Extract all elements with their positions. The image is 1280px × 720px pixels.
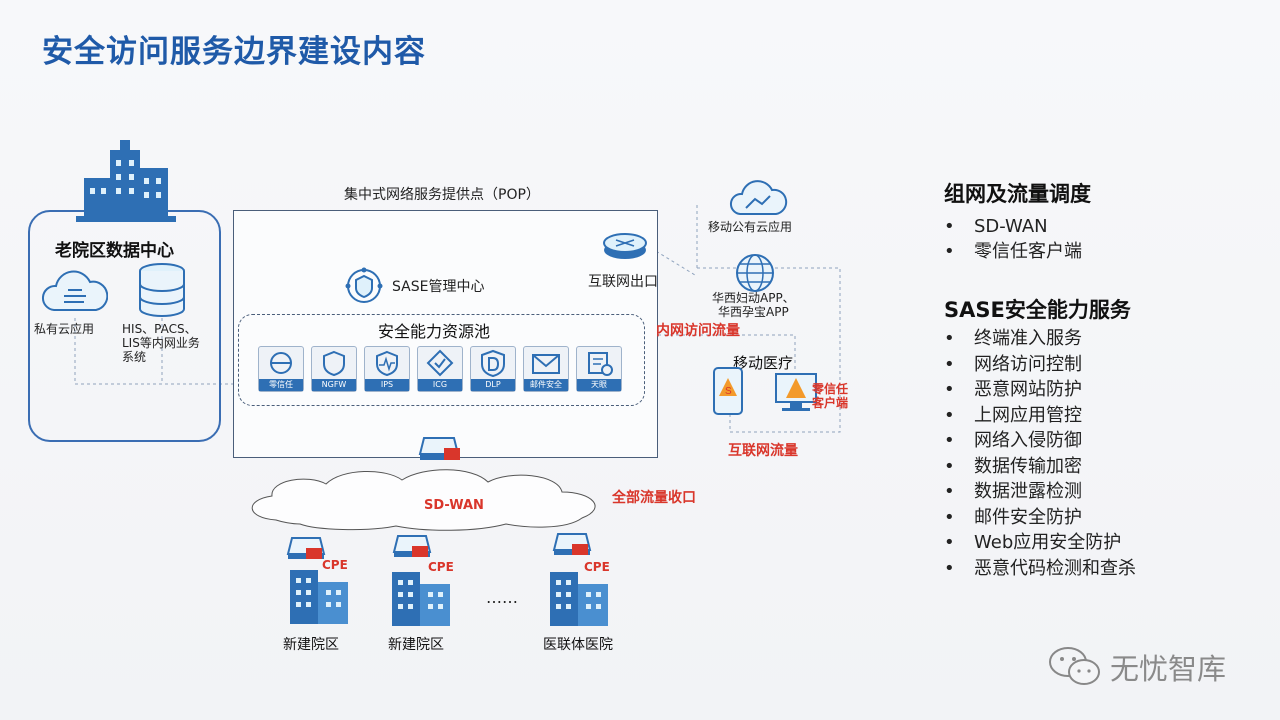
list-item: 邮件安全防护 bbox=[944, 505, 1136, 531]
private-cloud-icon bbox=[42, 270, 108, 311]
all-traffic-label: 全部流量收口 bbox=[612, 490, 696, 506]
page-title: 安全访问服务边界建设内容 bbox=[42, 34, 426, 70]
tile-sky-eye: 天眼 bbox=[576, 346, 622, 392]
laptop-icon bbox=[775, 373, 817, 411]
tile-ips: IPS bbox=[364, 346, 410, 392]
list-item: 上网应用管控 bbox=[944, 403, 1136, 429]
networking-section-title: 组网及流量调度 bbox=[944, 182, 1091, 206]
watermark: 无忧智库 bbox=[1110, 652, 1227, 686]
security-pool-box bbox=[238, 314, 645, 406]
intranet-traffic-label: 内网访问流量 bbox=[656, 323, 740, 339]
right-panel: 组网及流量调度 SD-WAN 零信任客户端 SASE安全能力服务 终端准入服务 … bbox=[944, 178, 1136, 581]
mobile-cloud-label: 移动公有云应用 bbox=[708, 220, 793, 234]
cpe-device-icon bbox=[392, 535, 432, 557]
cpe-device-icon bbox=[286, 537, 326, 559]
phone-icon: S bbox=[713, 367, 743, 415]
list-item: 数据泄露检测 bbox=[944, 479, 1136, 505]
wechat-icon bbox=[1049, 647, 1100, 685]
internet-traffic-label: 互联网流量 bbox=[728, 443, 798, 459]
router-icon bbox=[603, 233, 647, 259]
private-cloud-label: 私有云应用 bbox=[34, 322, 95, 336]
sdwan-cloud bbox=[251, 469, 596, 531]
site-name: 新建院区 bbox=[388, 637, 444, 653]
internet-exit-label: 互联网出口 bbox=[588, 274, 658, 290]
sdwan-label: SD-WAN bbox=[424, 498, 484, 513]
branch-building-icon bbox=[392, 572, 450, 626]
firewall-shield-icon bbox=[323, 350, 345, 377]
list-item: 零信任客户端 bbox=[944, 239, 1136, 264]
svg-text:S: S bbox=[725, 386, 732, 397]
ellipsis: …… bbox=[486, 588, 518, 607]
cpe-label: CPE bbox=[584, 560, 610, 574]
sase-management-icon bbox=[345, 267, 383, 303]
list-item: 网络访问控制 bbox=[944, 352, 1136, 378]
mail-icon bbox=[532, 354, 560, 374]
icg-diamond-icon bbox=[426, 349, 454, 377]
tile-icg: ICG bbox=[417, 346, 463, 392]
hospital-building-icon bbox=[76, 140, 176, 222]
security-pool-title: 安全能力资源池 bbox=[378, 322, 491, 341]
pop-title: 集中式网络服务提供点（POP） bbox=[344, 187, 540, 203]
list-item: 恶意网站防护 bbox=[944, 377, 1136, 403]
branch-building-icon bbox=[290, 570, 348, 624]
ips-shield-icon bbox=[376, 350, 398, 377]
sase-management-label: SASE管理中心 bbox=[392, 279, 485, 295]
tile-zero-trust: 零信任 bbox=[258, 346, 304, 392]
cpe-label: CPE bbox=[322, 558, 348, 572]
tile-dlp: DLP bbox=[470, 346, 516, 392]
old-campus-title: 老院区数据中心 bbox=[55, 241, 174, 261]
gateway-device-icon bbox=[418, 437, 460, 460]
database-icon bbox=[139, 263, 185, 317]
dlp-shield-icon bbox=[481, 349, 505, 378]
sky-eye-icon bbox=[588, 352, 613, 376]
tile-mail-security: 邮件安全 bbox=[523, 346, 569, 392]
list-item: Web应用安全防护 bbox=[944, 530, 1136, 556]
site-name: 医联体医院 bbox=[543, 637, 613, 653]
pop-box bbox=[233, 210, 658, 458]
apps-label: 华西妇动APP、 华西孕宝APP bbox=[712, 291, 795, 319]
list-item: 网络入侵防御 bbox=[944, 428, 1136, 454]
cpe-device-icon bbox=[552, 533, 592, 555]
cpe-label: CPE bbox=[428, 560, 454, 574]
cloud-icon bbox=[730, 180, 788, 215]
list-item: SD-WAN bbox=[944, 214, 1136, 239]
zero-trust-client-label: 零信任 客户端 bbox=[812, 382, 849, 410]
globe-icon bbox=[736, 254, 774, 292]
site-name: 新建院区 bbox=[283, 637, 339, 653]
list-item: 数据传输加密 bbox=[944, 454, 1136, 480]
mobile-medical-label: 移动医疗 bbox=[733, 354, 794, 372]
list-item: 终端准入服务 bbox=[944, 326, 1136, 352]
tile-ngfw: NGFW bbox=[311, 346, 357, 392]
list-item: 恶意代码检测和查杀 bbox=[944, 556, 1136, 582]
zero-trust-icon bbox=[270, 352, 292, 374]
his-systems-label: HIS、PACS、 LIS等内网业务 系统 bbox=[122, 322, 200, 364]
sase-section-title: SASE安全能力服务 bbox=[944, 298, 1131, 322]
branch-building-icon bbox=[550, 572, 608, 626]
